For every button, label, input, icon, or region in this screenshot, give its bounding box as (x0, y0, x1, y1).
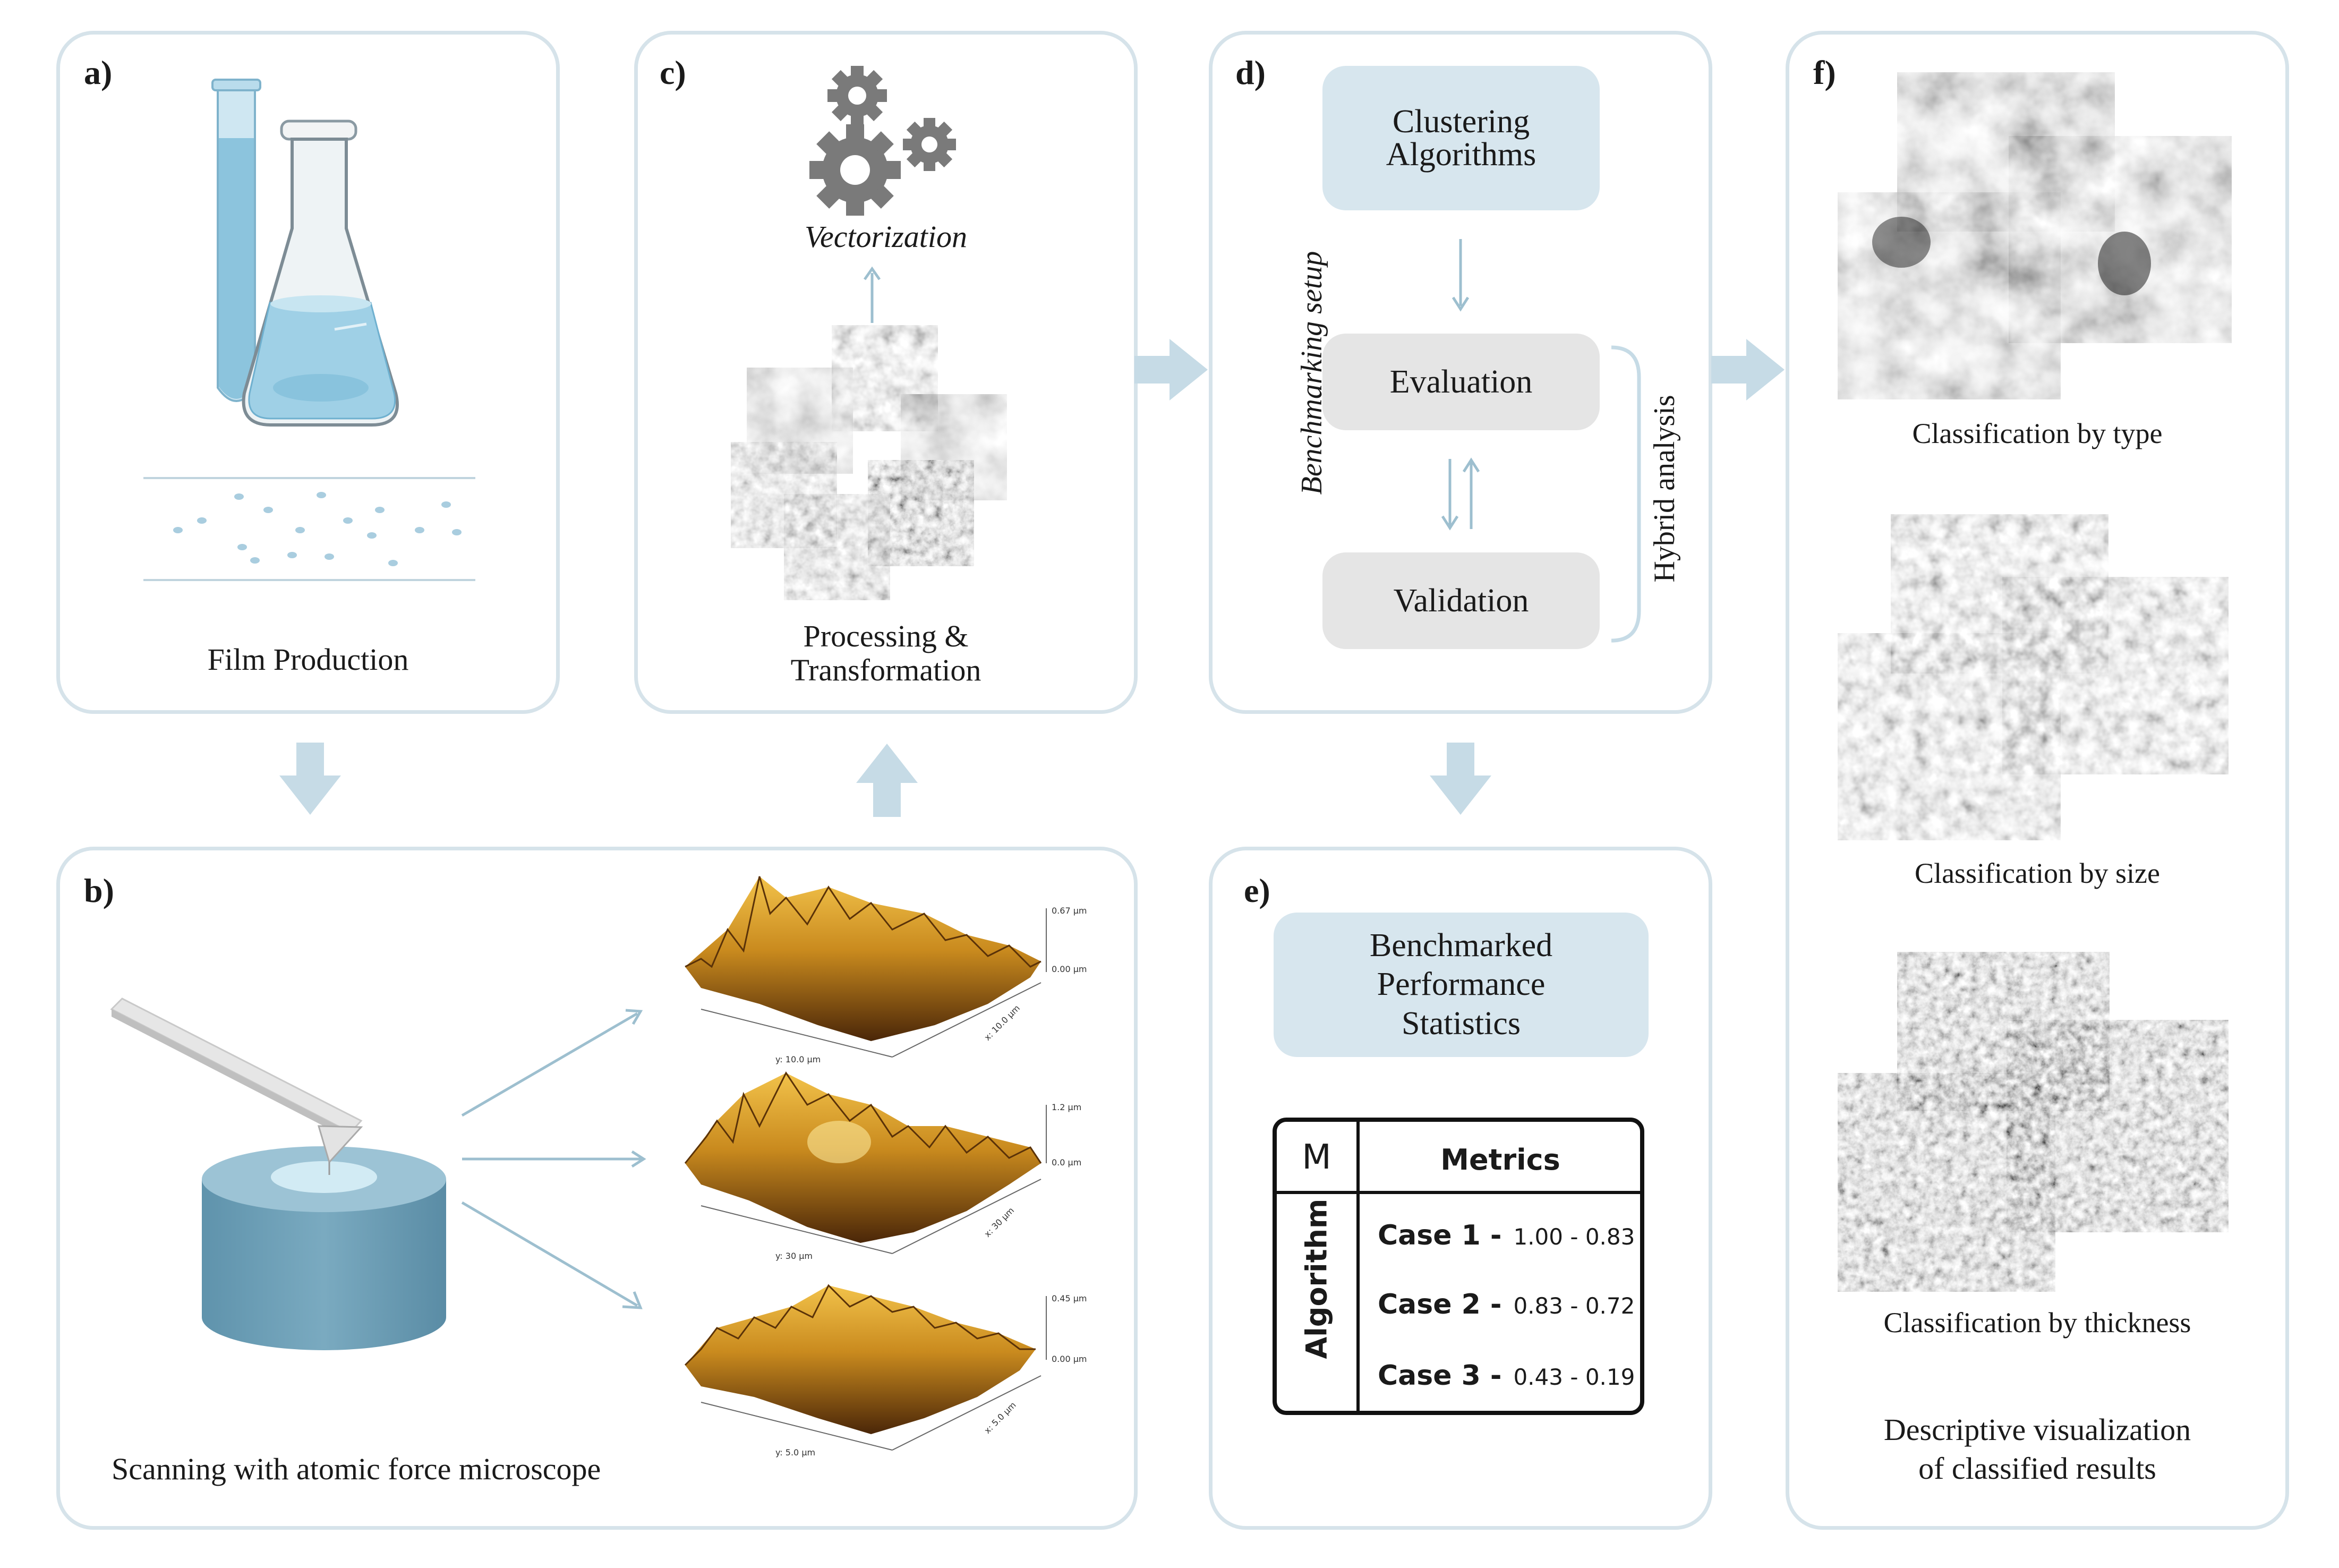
afm-2-z-top: 1.2 µm (1052, 1102, 1081, 1112)
type-classification-images (1836, 72, 2234, 402)
clustering-algorithms-box: Clustering Algorithms (1322, 66, 1600, 210)
flow-arrow-c-to-d (1134, 339, 1208, 400)
panel-b-label: b) (84, 872, 114, 909)
case-2-values: 0.83 - 0.72 (1513, 1293, 1635, 1319)
afm-3-x-axis: x: 5.0 µm (982, 1400, 1018, 1435)
afm-scan-arrows (461, 1009, 646, 1309)
vectorization-label: Vectorization (804, 219, 968, 254)
panel-b-caption: Scanning with atomic force microscope (112, 1452, 601, 1486)
classification-by-type-label: Classification by type (1912, 417, 2163, 449)
table-header-metrics: Metrics (1440, 1143, 1560, 1177)
panel-f-caption: Descriptive visualization of classified … (1883, 1412, 2191, 1486)
metrics-table: M Metrics Algorithm Case 1 -1.00 - 0.83 … (1273, 1118, 1644, 1415)
afm-3-z-bottom: 0.00 µm (1052, 1354, 1087, 1364)
afm-plot-1: 0.67 µm 0.00 µm y: 10.0 µm x: 10.0 µm (685, 876, 1087, 1064)
benchmarked-statistics-box: Benchmarked Performance Statistics (1274, 913, 1649, 1057)
panel-a-label: a) (84, 54, 113, 91)
flow-arrow-a-to-b (279, 743, 341, 815)
classification-by-size-label: Classification by size (1915, 857, 2160, 889)
afm-plot-3: 0.45 µm 0.00 µm y: 5.0 µm x: 5.0 µm (684, 1284, 1087, 1458)
processed-image-collage (729, 325, 1009, 602)
afm-1-z-top: 0.67 µm (1052, 906, 1087, 916)
panel-c-caption: Processing & Transformation (790, 619, 981, 687)
flow-arrow-d-to-f (1711, 339, 1785, 400)
hybrid-analysis-label: Hybrid analysis (1648, 395, 1681, 583)
afm-3-y-axis: y: 5.0 µm (775, 1447, 815, 1458)
afm-1-y-axis: y: 10.0 µm (775, 1054, 821, 1064)
afm-1-z-bottom: 0.00 µm (1052, 964, 1087, 974)
case-3-values: 0.43 - 0.19 (1513, 1364, 1635, 1390)
evaluation-box: Evaluation (1322, 334, 1600, 430)
panel-c-label: c) (660, 54, 686, 91)
afm-2-y-axis: y: 30 µm (775, 1251, 813, 1261)
up-arrow-vectorization (863, 266, 881, 323)
case-2-label: Case 2 - (1378, 1289, 1502, 1320)
clustering-algorithms-text: Clustering Algorithms (1386, 104, 1536, 173)
thickness-classification-images (1836, 952, 2231, 1294)
down-arrow-clustering (1452, 239, 1470, 312)
afm-2-x-axis: x: 30 µm (982, 1205, 1016, 1239)
table-corner: M (1302, 1138, 1331, 1177)
validation-box: Validation (1322, 552, 1600, 649)
table-header-divider (1277, 1191, 1640, 1194)
benchmarked-statistics-text: Benchmarked Performance Statistics (1369, 927, 1553, 1042)
gears-icon (809, 66, 956, 216)
panel-a-caption: Film Production (207, 642, 409, 677)
case-1-label: Case 1 - (1378, 1220, 1502, 1251)
evaluation-text: Evaluation (1389, 364, 1533, 400)
panel-f-label: f) (1813, 54, 1836, 91)
table-row-header-algorithm: Algorithm (1300, 1198, 1334, 1359)
afm-plot-2: 1.2 µm 0.0 µm y: 30 µm x: 30 µm (684, 1071, 1081, 1261)
classification-by-thickness-label: Classification by thickness (1883, 1307, 2191, 1339)
flow-arrow-d-to-e (1430, 743, 1491, 815)
table-row: Case 3 - 0.43 - 0.19 (1378, 1360, 1635, 1392)
table-row: Case 2 - 0.83 - 0.72 (1378, 1289, 1635, 1320)
size-classification-images (1836, 514, 2231, 842)
table-column-divider (1356, 1122, 1360, 1411)
validation-text: Validation (1393, 583, 1529, 619)
afm-3-z-top: 0.45 µm (1052, 1293, 1087, 1303)
case-1-values: 1.00 - 0.83 (1513, 1224, 1635, 1250)
evaluation-validation-arrows (1441, 457, 1480, 531)
panel-d-label: d) (1235, 54, 1266, 91)
lab-glassware-illustration (211, 79, 399, 427)
flow-arrow-b-to-c (856, 744, 918, 817)
afm-probe-illustration (110, 998, 446, 1350)
hybrid-analysis-bracket (1611, 345, 1641, 643)
table-row: Case 1 - 1.00 - 0.83 (1378, 1220, 1635, 1251)
film-particles-illustration (143, 477, 475, 581)
panel-e-label: e) (1244, 872, 1270, 909)
afm-2-z-bottom: 0.0 µm (1052, 1157, 1081, 1168)
case-3-label: Case 3 - (1378, 1360, 1502, 1392)
